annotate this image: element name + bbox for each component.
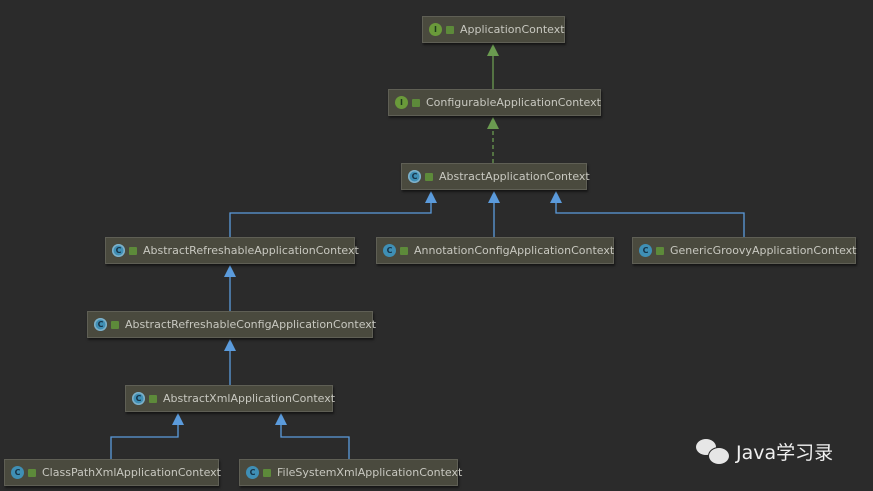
node-label: ClassPathXmlApplicationContext — [42, 466, 221, 479]
public-access-icon — [111, 320, 119, 329]
edge-filesystem-to-xml — [280, 424, 350, 459]
public-access-icon — [129, 246, 137, 255]
node-label: ConfigurableApplicationContext — [426, 96, 601, 109]
public-access-icon — [263, 468, 271, 477]
public-access-icon — [656, 246, 664, 255]
class-icon: C — [246, 466, 259, 479]
class-icon: C — [11, 466, 24, 479]
wechat-icon — [696, 438, 730, 465]
interface-icon: I — [429, 23, 442, 36]
node-label: AbstractRefreshableApplicationContext — [143, 244, 359, 257]
watermark: Java学习录 — [696, 438, 833, 465]
edge-refreshable-to-abstract — [229, 202, 432, 237]
public-access-icon — [149, 394, 157, 403]
node-label: GenericGroovyApplicationContext — [670, 244, 857, 257]
node-label: AbstractXmlApplicationContext — [163, 392, 336, 405]
uml-node-abstract-refreshable-config-application-context[interactable]: C AbstractRefreshableConfigApplicationCon… — [87, 311, 377, 338]
edge-classpath-to-xml — [110, 424, 179, 459]
uml-node-abstract-refreshable-application-context[interactable]: C AbstractRefreshableApplicationContext — [105, 237, 359, 264]
node-label: ApplicationContext — [460, 23, 565, 36]
uml-node-class-path-xml-application-context[interactable]: C ClassPathXmlApplicationContext — [4, 459, 221, 486]
abstract-class-icon: C — [94, 318, 107, 331]
class-icon: C — [383, 244, 396, 257]
public-access-icon — [446, 25, 454, 34]
interface-icon: I — [395, 96, 408, 109]
public-access-icon — [28, 468, 36, 477]
public-access-icon — [400, 246, 408, 255]
uml-node-generic-groovy-application-context[interactable]: C GenericGroovyApplicationContext — [632, 237, 857, 264]
node-label: AbstractRefreshableConfigApplicationCont… — [125, 318, 377, 331]
node-label: AbstractApplicationContext — [439, 170, 590, 183]
public-access-icon — [412, 98, 420, 107]
uml-node-abstract-xml-application-context[interactable]: C AbstractXmlApplicationContext — [125, 385, 336, 412]
class-icon: C — [639, 244, 652, 257]
uml-node-annotation-config-application-context[interactable]: C AnnotationConfigApplicationContext — [376, 237, 614, 264]
watermark-text: Java学习录 — [736, 442, 834, 464]
uml-node-abstract-application-context[interactable]: C AbstractApplicationContext — [401, 163, 590, 190]
public-access-icon — [425, 172, 433, 181]
abstract-class-icon: C — [408, 170, 421, 183]
abstract-class-icon: C — [132, 392, 145, 405]
node-label: AnnotationConfigApplicationContext — [414, 244, 615, 257]
node-label: FileSystemXmlApplicationContext — [277, 466, 463, 479]
abstract-class-icon: C — [112, 244, 125, 257]
edge-groovy-to-abstract — [555, 202, 745, 237]
uml-node-file-system-xml-application-context[interactable]: C FileSystemXmlApplicationContext — [239, 459, 462, 486]
uml-node-application-context[interactable]: I ApplicationContext — [422, 16, 565, 43]
uml-node-configurable-application-context[interactable]: I ConfigurableApplicationContext — [388, 89, 601, 116]
